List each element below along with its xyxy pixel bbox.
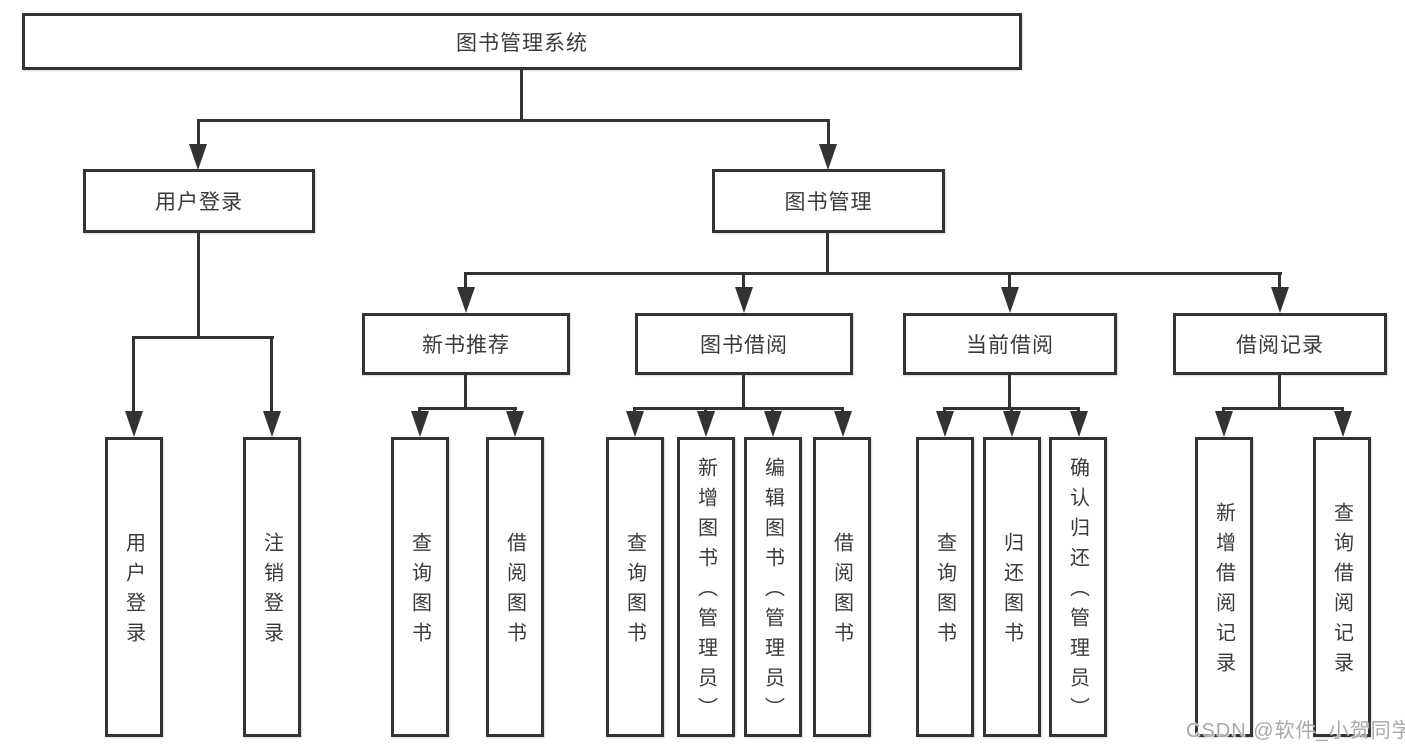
connector-line <box>841 407 844 413</box>
connector-line <box>1278 375 1281 407</box>
node-label: 用户登录 <box>155 191 243 214</box>
node-label: 确认归还（管理员） <box>1066 457 1089 727</box>
node-label: 查询图书 <box>623 532 646 652</box>
connector-arrowhead-icon <box>936 411 954 437</box>
node-new-book-recommend: 新书推荐 <box>362 313 570 375</box>
connector-arrowhead-icon <box>1334 411 1352 437</box>
connector-line <box>270 336 273 413</box>
leaf-add-borrow-record: 新增借阅记录 <box>1195 437 1253 737</box>
connector-line <box>464 272 467 290</box>
connector-arrowhead-icon <box>1271 287 1289 313</box>
connector-line <box>513 407 516 413</box>
node-label: 新增图书（管理员） <box>694 457 717 727</box>
node-library-management-system: 图书管理系统 <box>22 13 1022 70</box>
node-label: 查询图书 <box>933 532 956 652</box>
node-borrowing-records: 借阅记录 <box>1173 313 1387 375</box>
connector-line <box>132 336 135 413</box>
node-label: 图书管理 <box>784 191 873 214</box>
node-label: 借阅图书 <box>830 532 853 652</box>
node-label: 注销登录 <box>260 532 283 652</box>
connector-arrowhead-icon <box>411 411 429 437</box>
connector-line <box>1341 407 1344 413</box>
connector-line <box>827 119 830 147</box>
connector-arrowhead-icon <box>457 287 475 313</box>
node-label: 查询图书 <box>408 532 431 652</box>
connector-arrowhead-icon <box>506 411 524 437</box>
node-label: 借阅图书 <box>503 532 526 652</box>
connector-line <box>464 272 1282 275</box>
connector-line <box>197 119 830 122</box>
connector-line <box>520 70 523 119</box>
connector-arrowhead-icon <box>1070 411 1088 437</box>
leaf-confirm-return-admin: 确认归还（管理员） <box>1049 437 1107 737</box>
node-label: 查询借阅记录 <box>1330 502 1353 682</box>
connector-arrowhead-icon <box>764 411 782 437</box>
connector-line <box>1222 407 1344 410</box>
connector-line <box>633 407 844 410</box>
connector-arrowhead-icon <box>189 144 207 170</box>
connector-line <box>742 272 745 290</box>
node-user-login: 用户登录 <box>83 169 315 233</box>
connector-line <box>1008 272 1011 290</box>
connector-arrowhead-icon <box>1003 411 1021 437</box>
connector-arrowhead-icon <box>626 411 644 437</box>
connector-line <box>464 375 467 407</box>
connector-arrowhead-icon <box>125 411 143 437</box>
connector-arrowhead-icon <box>1001 287 1019 313</box>
connector-arrowhead-icon <box>1215 411 1233 437</box>
connector-line <box>1010 407 1013 413</box>
connector-line <box>418 407 517 410</box>
leaf-query-books-current: 查询图书 <box>916 437 974 737</box>
leaf-query-borrow-record: 查询借阅记录 <box>1313 437 1371 737</box>
node-label: 归还图书 <box>1000 532 1023 652</box>
connector-line <box>1008 375 1011 407</box>
connector-line <box>742 375 745 407</box>
leaf-query-books-recommend: 查询图书 <box>391 437 449 737</box>
connector-line <box>826 233 829 272</box>
leaf-add-books-admin: 新增图书（管理员） <box>677 437 735 737</box>
csdn-watermark: CSDN @软件_小贺同学 <box>1186 720 1405 742</box>
node-label: 用户登录 <box>122 532 145 652</box>
connector-line <box>943 407 946 413</box>
connector-line <box>197 119 200 147</box>
node-book-management: 图书管理 <box>712 169 945 233</box>
node-current-borrowing: 当前借阅 <box>903 313 1117 375</box>
connector-line <box>1077 407 1080 413</box>
connector-arrowhead-icon <box>263 411 281 437</box>
leaf-query-books-borrowing: 查询图书 <box>606 437 664 737</box>
connector-line <box>197 233 200 336</box>
connector-line <box>704 407 707 413</box>
connector-line <box>1278 272 1281 290</box>
leaf-edit-books-admin: 编辑图书（管理员） <box>744 437 802 737</box>
connector-line <box>1222 407 1225 413</box>
leaf-borrow-books-recommend: 借阅图书 <box>486 437 544 737</box>
connector-arrowhead-icon <box>819 144 837 170</box>
node-label: 编辑图书（管理员） <box>761 457 784 727</box>
leaf-return-books: 归还图书 <box>983 437 1041 737</box>
connector-line <box>771 407 774 413</box>
connector-arrowhead-icon <box>834 411 852 437</box>
node-label: 当前借阅 <box>966 334 1054 357</box>
leaf-user-login: 用户登录 <box>105 437 163 737</box>
node-label: 新增借阅记录 <box>1212 502 1235 682</box>
connector-line <box>132 336 274 339</box>
connector-line <box>633 407 636 413</box>
connector-arrowhead-icon <box>697 411 715 437</box>
connector-line <box>418 407 421 413</box>
leaf-logout: 注销登录 <box>243 437 301 737</box>
node-label: 新书推荐 <box>422 334 510 357</box>
node-label: 图书借阅 <box>700 334 788 357</box>
node-label: 图书管理系统 <box>456 31 588 55</box>
node-label: 借阅记录 <box>1236 334 1324 357</box>
node-book-borrowing: 图书借阅 <box>635 313 853 375</box>
connector-arrowhead-icon <box>735 287 753 313</box>
leaf-borrow-books-borrowing: 借阅图书 <box>813 437 871 737</box>
